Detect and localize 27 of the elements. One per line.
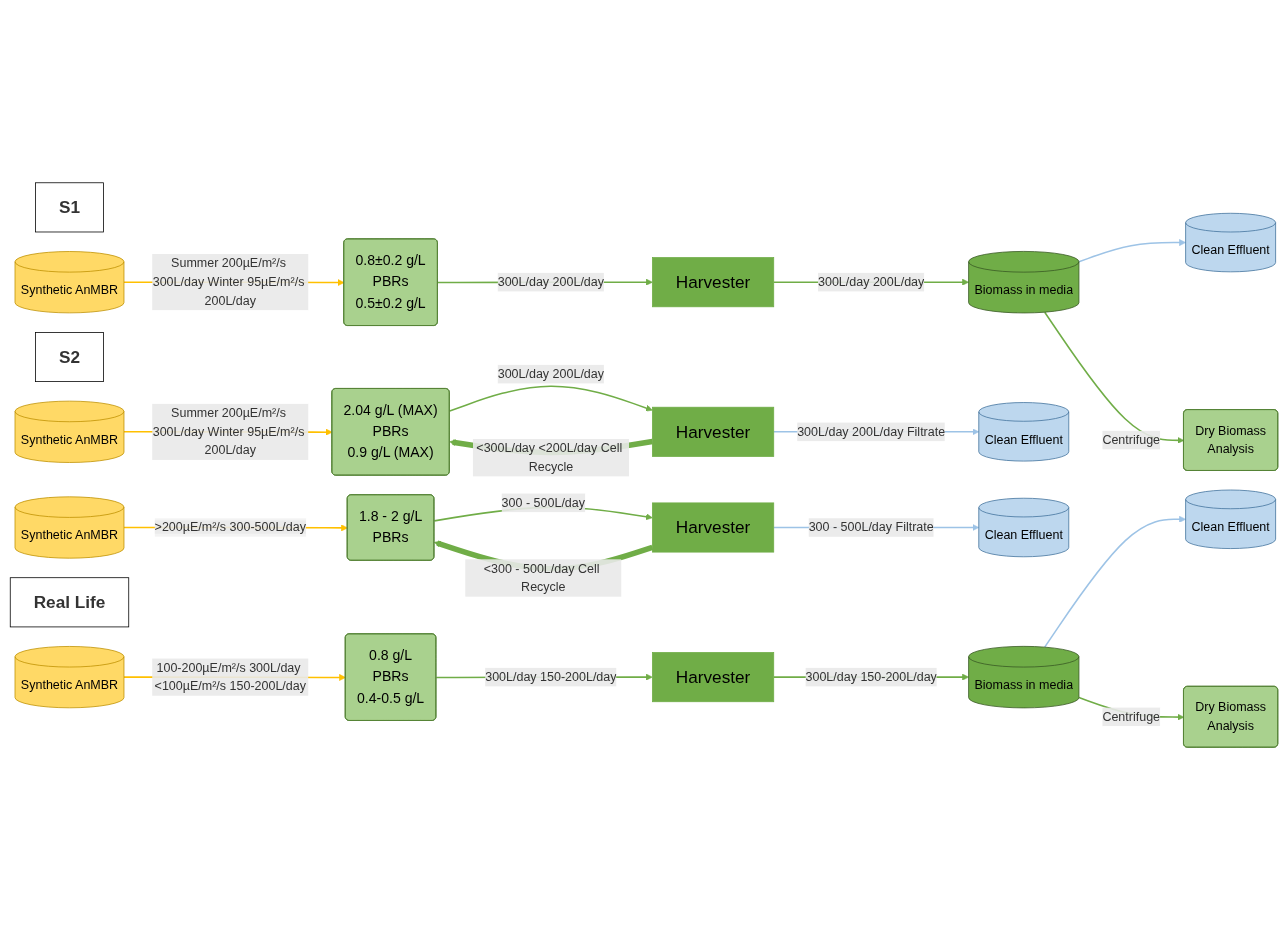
- arrow: [1043, 311, 1185, 444]
- edge-label: 300L/day 200L/day: [818, 275, 925, 289]
- edge-label: 300L/day 200L/day: [497, 275, 605, 289]
- edge-label: 300 - 500L/day Filtrate: [808, 520, 934, 534]
- edge-label: 300L/day 200L/day Filtrate: [797, 424, 946, 439]
- edge-label: <300 - 500L/day Cell Recycle: [483, 561, 600, 594]
- node-box: Real Life: [9, 577, 130, 628]
- edge-label: Centrifuge: [1102, 709, 1161, 724]
- edge-label: 300L/day 200L/day: [497, 367, 605, 381]
- node-box: Harvester: [652, 406, 775, 457]
- edge-label: Summer 200µE/m²/s 300L/day Winter 95µE/m²/s 200L/day: [152, 406, 305, 457]
- node-box: Harvester: [652, 257, 775, 308]
- edge-label: Centrifuge: [1102, 432, 1161, 447]
- edge-label: 300 - 500L/day: [501, 495, 585, 510]
- edge-label: >200µE/m²/s 300-500L/day: [154, 520, 306, 534]
- node-box: S2: [35, 332, 104, 382]
- node-box: S1: [35, 182, 104, 233]
- node-box: Harvester: [652, 652, 775, 703]
- arrow: [1078, 239, 1186, 263]
- arrow: [1043, 515, 1186, 648]
- arrow: [448, 385, 653, 412]
- edge-label: <300L/day <200L/day Cell Recycle: [476, 441, 623, 474]
- edge-label: 100-200µE/m²/s 300L/day <100µE/m²/s 150-200L/day: [154, 660, 306, 693]
- edge-label: 300L/day 150-200L/day: [485, 670, 617, 684]
- edge-label: Summer 200µE/m²/s 300L/day Winter 95µE/m²/s 200L/day: [152, 256, 305, 308]
- edge-label: 300L/day 150-200L/day: [805, 670, 937, 684]
- node-box: Harvester: [652, 502, 775, 553]
